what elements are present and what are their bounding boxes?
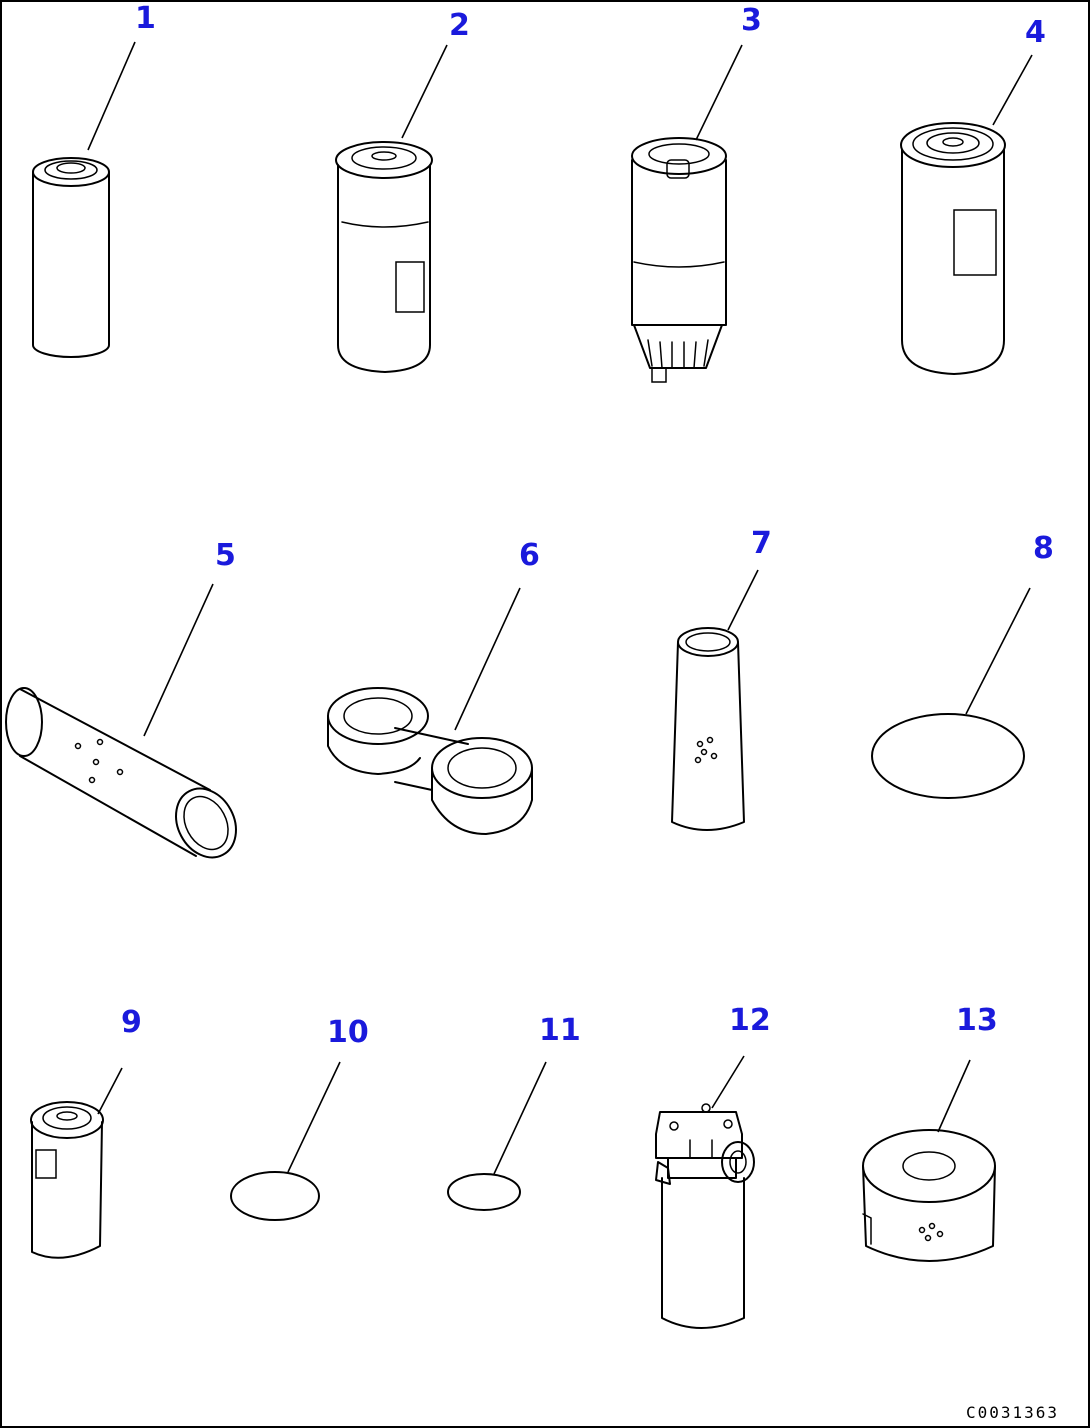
callout-1: 1 bbox=[135, 1, 156, 36]
part-9-small-spin-on-filter bbox=[30, 1101, 104, 1259]
callout-2: 2 bbox=[449, 8, 470, 43]
part-10-o-ring bbox=[230, 1171, 320, 1221]
leader-line-6 bbox=[454, 587, 521, 731]
part-13-canister-element bbox=[862, 1129, 996, 1262]
part-6-filter-wrench bbox=[327, 687, 533, 835]
part-2-fuel-filter bbox=[335, 141, 433, 373]
callout-3: 3 bbox=[741, 3, 762, 38]
leader-line-10 bbox=[287, 1061, 341, 1173]
callout-5: 5 bbox=[215, 538, 236, 573]
callout-9: 9 bbox=[121, 1005, 142, 1040]
part-1-filter-cartridge bbox=[32, 157, 110, 358]
callout-13: 13 bbox=[956, 1003, 998, 1038]
part-7-strainer-element bbox=[671, 627, 745, 831]
leader-line-7 bbox=[727, 569, 759, 631]
part-8-o-ring bbox=[871, 713, 1025, 799]
leader-line-9 bbox=[97, 1067, 123, 1115]
part-4-spin-on-filter bbox=[900, 122, 1006, 375]
leader-line-3 bbox=[695, 44, 743, 141]
leader-line-8 bbox=[965, 587, 1031, 715]
callout-11: 11 bbox=[539, 1013, 581, 1048]
part-3-water-separator-filter bbox=[631, 137, 727, 383]
leader-line-1 bbox=[87, 41, 136, 151]
callout-4: 4 bbox=[1025, 15, 1046, 50]
leader-line-13 bbox=[937, 1059, 971, 1133]
part-12-filter-assembly bbox=[655, 1103, 755, 1329]
callout-7: 7 bbox=[751, 526, 772, 561]
part-5-air-filter-element bbox=[5, 687, 237, 859]
drawing-code: C0031363 bbox=[966, 1403, 1059, 1422]
leader-line-12 bbox=[711, 1055, 745, 1109]
callout-12: 12 bbox=[729, 1003, 771, 1038]
leader-line-4 bbox=[992, 54, 1033, 126]
leader-line-2 bbox=[401, 44, 448, 139]
callout-10: 10 bbox=[327, 1015, 369, 1050]
part-11-o-ring bbox=[447, 1173, 521, 1211]
callout-8: 8 bbox=[1033, 531, 1054, 566]
callout-6: 6 bbox=[519, 538, 540, 573]
leader-line-11 bbox=[493, 1061, 547, 1175]
leader-line-5 bbox=[143, 583, 214, 737]
